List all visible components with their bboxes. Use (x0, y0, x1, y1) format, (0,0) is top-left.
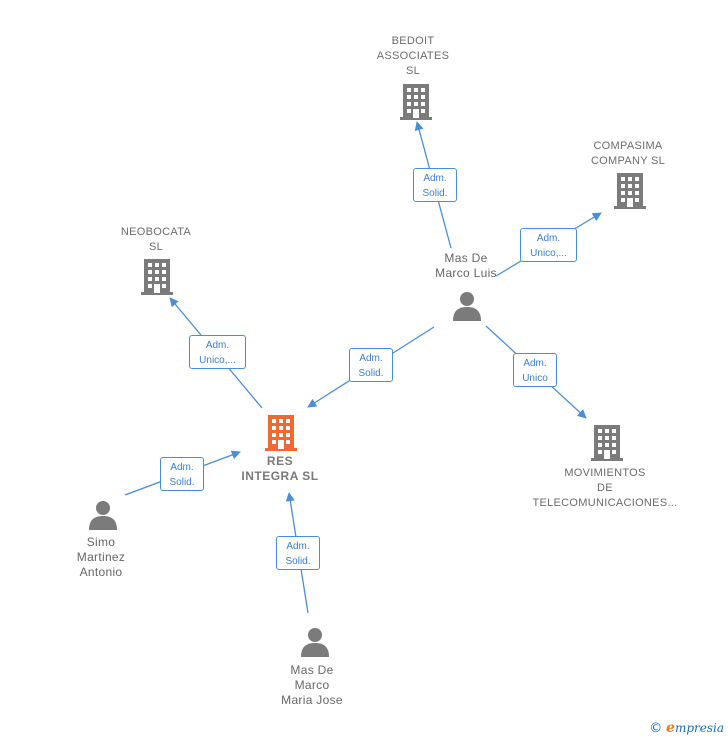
building-icon[interactable] (141, 259, 173, 295)
node-label-neobocata[interactable]: NEOBOCATA SL (120, 226, 192, 253)
edge-label-luis-compasima[interactable]: Adm. Unico,... (520, 228, 577, 262)
building-icon[interactable] (614, 173, 646, 209)
node-label-mas-luis[interactable]: Mas De Marco Luis (435, 251, 497, 280)
person-icon[interactable] (453, 292, 481, 321)
edge-label-jose-res[interactable]: Adm. Solid. (276, 536, 320, 570)
node-label-res-integra[interactable]: RES INTEGRA SL (241, 454, 319, 483)
brand-logo-letter: e (666, 720, 675, 736)
person-icon[interactable] (89, 501, 117, 530)
edge-label-luis-bedoit[interactable]: Adm. Solid. (413, 168, 457, 202)
building-icon[interactable] (400, 84, 432, 120)
node-label-movimientos[interactable]: MOVIMIENTOS DE TELECOMUNICACIONES... (532, 467, 678, 509)
building-icon[interactable] (591, 425, 623, 461)
node-label-mas-jose[interactable]: Mas De Marco Maria Jose (281, 663, 343, 707)
edge-label-simo-res[interactable]: Adm. Solid. (160, 457, 204, 491)
person-icon[interactable] (301, 628, 329, 657)
brand-name: mpresia (674, 721, 724, 735)
edge-label-luis-res[interactable]: Adm. Solid. (349, 348, 393, 382)
brand-watermark: © empresia (649, 720, 724, 736)
node-label-bedoit[interactable]: BEDOIT ASSOCIATES SL (376, 35, 450, 77)
node-label-compasima[interactable]: COMPASIMA COMPANY SL (590, 140, 666, 167)
edge-label-luis-movimientos[interactable]: Adm. Unico (513, 353, 557, 387)
building-icon-highlighted[interactable] (265, 415, 297, 451)
edge-label-res-neobocata[interactable]: Adm. Unico,... (189, 335, 246, 369)
node-label-simo[interactable]: Simo Martinez Antonio (76, 535, 126, 579)
copyright-symbol: © (649, 721, 663, 736)
